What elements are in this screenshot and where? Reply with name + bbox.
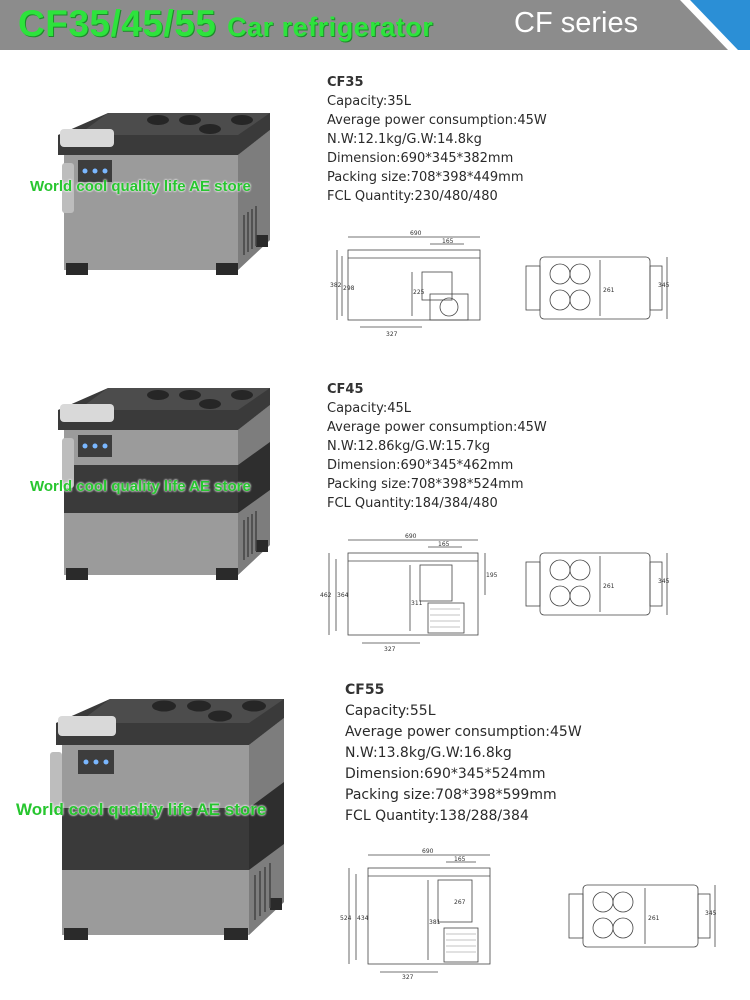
dim-lid: 165 — [442, 238, 454, 245]
spec-fcl: FCL Quantity:138/288/384 — [345, 808, 529, 824]
top-view-drawing: 261 345 — [568, 884, 717, 948]
dim-compartment: 225 — [413, 289, 425, 296]
spec-packing: Packing size:708*398*524mm — [327, 477, 524, 492]
spec-capacity: Capacity:55L — [345, 703, 436, 719]
store-watermark: World cool quality life AE store — [30, 478, 251, 495]
dim-length: 690 — [422, 848, 434, 855]
top-view-drawing: 261 345 — [525, 256, 670, 320]
model-name: CF55 — [345, 682, 385, 698]
corner-ribbon-icon — [680, 0, 750, 50]
side-view-drawing: 690 165 524 434 381 267 327 — [340, 848, 491, 981]
spec-dimension: Dimension:690*345*524mm — [345, 766, 546, 782]
spec-weight: N.W:13.8kg/G.W:16.8kg — [345, 745, 512, 761]
side-view-drawing: 690 165 462 364 311 195 327 — [320, 533, 498, 653]
model-name: CF35 — [327, 75, 364, 90]
dim-side: 267 — [454, 899, 466, 906]
product-cf35: World cool quality life AE store CF35 Ca… — [0, 60, 750, 360]
spec-list: CF45 Capacity:45L Average power consumpt… — [327, 380, 547, 513]
spec-list: CF55 Capacity:55L Average power consumpt… — [345, 680, 582, 827]
fridge-photo — [58, 388, 270, 580]
spec-power: Average power consumption:45W — [327, 113, 547, 128]
dim-inner-depth: 261 — [648, 915, 660, 922]
fridge-photo — [58, 113, 270, 275]
dim-side: 195 — [486, 572, 498, 579]
dim-depth: 345 — [658, 282, 670, 289]
dim-height: 462 — [320, 592, 332, 599]
dim-depth: 345 — [658, 578, 670, 585]
dim-compartment: 311 — [411, 600, 423, 607]
page-title: CF35/45/55 Car refrigerator — [18, 3, 433, 45]
dim-base: 327 — [386, 331, 398, 338]
product-cf55: World cool quality life AE store CF55 Ca… — [0, 680, 750, 1000]
spec-weight: N.W:12.1kg/G.W:14.8kg — [327, 132, 482, 147]
dim-length: 690 — [410, 230, 422, 237]
dim-height: 382 — [330, 282, 342, 289]
spec-fcl: FCL Quantity:184/384/480 — [327, 496, 498, 511]
dim-lid: 165 — [454, 856, 466, 863]
spec-power: Average power consumption:45W — [327, 420, 547, 435]
dim-inner-height: 434 — [357, 915, 369, 922]
spec-power: Average power consumption:45W — [345, 724, 582, 740]
spec-list: CF35 Capacity:35L Average power consumpt… — [327, 73, 547, 206]
spec-fcl: FCL Quantity:230/480/480 — [327, 189, 498, 204]
side-view-drawing: 690 165 382 298 225 327 — [330, 230, 481, 338]
dim-compartment: 381 — [429, 919, 441, 926]
dim-base: 327 — [402, 974, 414, 981]
top-view-drawing: 261 345 — [525, 552, 670, 616]
product-cf45: World cool quality life AE store CF45 Ca… — [0, 370, 750, 670]
spec-packing: Packing size:708*398*599mm — [345, 787, 557, 803]
store-watermark: World cool quality life AE store — [16, 800, 267, 819]
spec-capacity: Capacity:45L — [327, 401, 412, 416]
spec-dimension: Dimension:690*345*462mm — [327, 458, 514, 473]
store-watermark: World cool quality life AE store — [30, 178, 251, 195]
spec-dimension: Dimension:690*345*382mm — [327, 151, 514, 166]
dim-inner-height: 298 — [343, 285, 355, 292]
model-name: CF45 — [327, 382, 364, 397]
title-models: CF35/45/55 — [18, 3, 217, 44]
dim-lid: 165 — [438, 541, 450, 548]
header-banner: CF35/45/55 Car refrigerator CF series — [0, 0, 750, 50]
title-product: Car refrigerator — [227, 12, 434, 42]
dim-height: 524 — [340, 915, 352, 922]
dim-inner-depth: 261 — [603, 583, 615, 590]
dim-inner-depth: 261 — [603, 287, 615, 294]
fridge-photo — [50, 699, 284, 940]
dim-length: 690 — [405, 533, 417, 540]
spec-weight: N.W:12.86kg/G.W:15.7kg — [327, 439, 491, 454]
spec-capacity: Capacity:35L — [327, 94, 412, 109]
series-label: CF series — [514, 7, 639, 39]
spec-packing: Packing size:708*398*449mm — [327, 170, 524, 185]
dim-depth: 345 — [705, 910, 717, 917]
dim-base: 327 — [384, 646, 396, 653]
dim-inner-height: 364 — [337, 592, 349, 599]
